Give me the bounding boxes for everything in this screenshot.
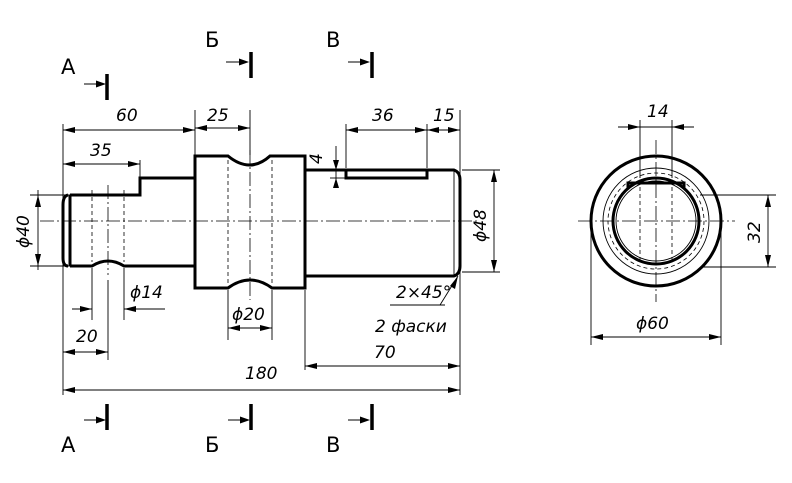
dim-chamfer: 2×45° (396, 283, 451, 303)
shaft-front-view (40, 150, 480, 300)
side-dim-14: 14 (647, 102, 669, 122)
dim-phi48: ϕ48 (471, 209, 491, 242)
side-collar-circle (602, 167, 710, 275)
dim-60: 60 (116, 106, 138, 126)
section-marker-b-top: Б (205, 28, 253, 78)
shaft-side-view: 14 32 ϕ60 (578, 102, 776, 345)
section-label-a-bottom: А (61, 433, 76, 457)
dim-35: 35 (90, 141, 112, 161)
section-marker-v-bottom: В (326, 404, 374, 457)
dim-phi20: ϕ20 (232, 305, 265, 325)
dim-20: 20 (76, 327, 98, 347)
section-label-v-top: В (326, 28, 340, 52)
dim-4: 4 (307, 153, 327, 164)
section-marker-b-bottom: Б (205, 404, 253, 457)
side-dim-phi60: ϕ60 (636, 314, 669, 334)
section-label-b-bottom: Б (205, 433, 219, 457)
dim-phi40: ϕ40 (14, 215, 34, 248)
dim-36: 36 (372, 106, 394, 126)
side-shaft-circle (611, 176, 701, 266)
dim-180: 180 (245, 364, 277, 384)
shaft-keyway (344, 170, 429, 180)
dim-chamfer-count: 2 фаски (375, 317, 447, 337)
side-key-slot (626, 181, 686, 188)
side-dim-32: 32 (745, 221, 765, 243)
section-label-b-top: Б (205, 28, 219, 52)
side-hidden-circle (607, 172, 705, 270)
shaft-right-section (305, 168, 462, 278)
side-chamfer-circle (615, 180, 697, 262)
shaft-left-section (61, 176, 195, 268)
dim-15: 15 (433, 106, 455, 126)
section-label-v-bottom: В (326, 433, 340, 457)
dim-70: 70 (374, 343, 396, 363)
dim-phi14: ϕ14 (130, 283, 163, 303)
shaft-collar (193, 154, 307, 290)
section-marker-v-top: В (326, 28, 374, 78)
dimension-set-front: 60 35 25 36 15 4 ϕ40 (14, 106, 500, 395)
dim-25: 25 (207, 106, 229, 126)
side-outer-circle (589, 154, 723, 288)
section-label-a-top: А (61, 55, 76, 79)
section-marker-a-top: А (61, 55, 109, 100)
section-marker-a-bottom: А (61, 404, 109, 457)
